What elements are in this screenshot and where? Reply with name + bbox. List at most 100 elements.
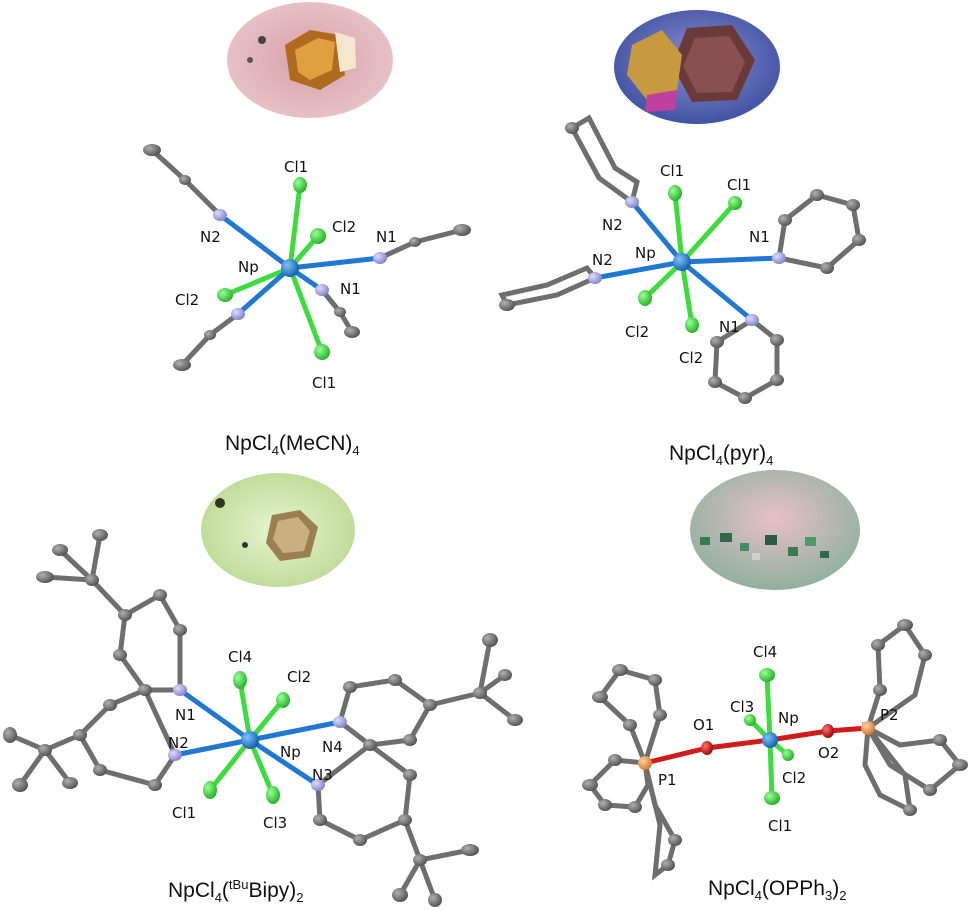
- chlorine-atom: [310, 228, 326, 244]
- panel-bipy-figure: Cl4 Cl2 N1 N2 N4 Np N3 Cl1 Cl3: [3, 473, 523, 907]
- carbon-atom: [428, 893, 442, 907]
- chlorine-atom: [293, 177, 307, 193]
- panel-opph3-figure: Cl4 Cl3 Np O1 O2 P2 P1 Cl2 Cl1: [582, 470, 968, 881]
- carbon-atom: [93, 764, 107, 776]
- carbon-atom: [852, 234, 866, 246]
- chlorine-atom: [764, 791, 780, 805]
- chlorine-atom: [217, 288, 233, 302]
- nitrogen-atom: [373, 252, 387, 264]
- carbon-atom: [661, 859, 675, 871]
- carbon-atom: [103, 699, 117, 711]
- carbon-atom: [413, 854, 427, 866]
- carbon-atom: [498, 669, 512, 681]
- carbon-atom: [653, 709, 667, 721]
- carbon-atom: [592, 691, 608, 703]
- carbon-atom: [770, 374, 784, 386]
- neptunium-atom: [241, 731, 259, 749]
- label-cl3: Cl3: [263, 814, 287, 832]
- phosphorus-atom: [638, 756, 652, 770]
- carbon-atom: [62, 777, 78, 789]
- nitrogen-atom: [625, 196, 639, 208]
- carbon-atom: [923, 784, 937, 796]
- label-n1-top: N1: [376, 228, 397, 246]
- carbon-atom: [388, 674, 402, 686]
- carbon-atom: [409, 237, 421, 247]
- panel-pyr-figure: Cl1 Cl1 N2 N1 N2 Np Cl2 N1 Cl2: [498, 10, 866, 404]
- label-o2: O2: [818, 744, 839, 762]
- panel-pyr: Cl1 Cl1 N2 N1 N2 Np Cl2 N1 Cl2 NpCl4(pyr…: [487, 0, 975, 470]
- label-n2-top: N2: [602, 216, 623, 234]
- chlorine-atom: [233, 671, 247, 689]
- label-n4: N4: [322, 738, 343, 756]
- caption-pyr: NpCl4(pyr)4: [669, 442, 774, 469]
- panel-mecn-figure: Cl1 Cl2 N2 N1 Np Cl2 N1 Cl1: [143, 2, 471, 392]
- atoms: [582, 619, 968, 871]
- label-cl2: Cl2: [287, 668, 311, 686]
- carbon-atom: [778, 214, 792, 226]
- chlorine-atom: [782, 749, 794, 761]
- carbon-atom: [648, 674, 662, 686]
- neptunium-atom: [673, 253, 691, 271]
- carbon-atom: [873, 684, 887, 696]
- carbon-atom: [173, 359, 191, 371]
- label-cl4: Cl4: [228, 648, 252, 666]
- carbon-atom: [403, 734, 417, 746]
- label-cl1-bottom: Cl1: [312, 374, 336, 392]
- chlorine-atom: [744, 714, 756, 726]
- atom-labels: Cl4 Cl3 Np O1 O2 P2 P1 Cl2 Cl1: [658, 643, 899, 835]
- carbon-atom: [810, 189, 824, 201]
- carbon-atom: [565, 122, 579, 134]
- label-cl2-a: Cl2: [625, 323, 649, 341]
- nitrogen-atom: [333, 716, 347, 728]
- nitrogen-atom: [772, 252, 786, 264]
- bonds: [7, 532, 518, 903]
- nitrogen-atom: [315, 284, 329, 296]
- neptunium-atom: [281, 259, 299, 277]
- carbon-atom: [612, 664, 628, 676]
- label-n2: N2: [168, 734, 189, 752]
- chlorine-atom: [728, 196, 742, 210]
- carbon-atom: [628, 801, 642, 813]
- chlorine-atom: [759, 668, 775, 682]
- carbon-atom: [92, 529, 108, 541]
- label-np: Np: [238, 258, 259, 276]
- carbon-atom: [499, 299, 515, 311]
- carbon-atom: [143, 144, 161, 156]
- carbon-atom: [398, 814, 412, 826]
- label-cl1-b: Cl1: [727, 176, 751, 194]
- label-np: Np: [778, 709, 799, 727]
- carbon-atom: [473, 687, 487, 699]
- carbon-atom: [668, 834, 682, 846]
- carbon-atom: [952, 759, 968, 771]
- chlorine-atom: [276, 692, 290, 708]
- carbon-atom: [897, 619, 913, 631]
- carbon-atom: [3, 727, 17, 743]
- carbon-atom: [453, 224, 471, 236]
- atom-labels: Cl4 Cl2 N1 N2 N4 Np N3 Cl1 Cl3: [168, 648, 343, 832]
- carbon-atom: [204, 330, 216, 340]
- carbon-atom: [148, 779, 162, 791]
- nitrogen-atom: [588, 272, 602, 284]
- chlorine-atom: [685, 317, 699, 333]
- carbon-atom: [820, 262, 834, 274]
- label-cl2: Cl2: [782, 769, 806, 787]
- carbon-atom: [113, 649, 127, 661]
- carbon-atom: [313, 814, 327, 826]
- label-o1: O1: [693, 716, 714, 734]
- carbon-atom: [343, 681, 357, 693]
- label-cl4: Cl4: [753, 643, 777, 661]
- chlorine-atom: [668, 185, 682, 201]
- label-cl1-top: Cl1: [284, 158, 308, 176]
- label-cl3: Cl3: [730, 698, 754, 716]
- label-n3: N3: [312, 766, 333, 784]
- label-n1-bottom: N1: [719, 318, 740, 336]
- label-np: Np: [280, 743, 301, 761]
- atom-labels: Cl1 Cl1 N2 N1 N2 Np Cl2 N1 Cl2: [592, 162, 770, 367]
- carbon-atom: [738, 392, 752, 404]
- chlorine-atom: [266, 786, 280, 804]
- caption-mecn: NpCl4(MeCN)4: [225, 432, 360, 459]
- carbon-atom: [12, 778, 28, 792]
- phosphorus-atom: [861, 721, 875, 735]
- chlorine-atom: [203, 781, 217, 799]
- carbon-atom: [353, 834, 367, 846]
